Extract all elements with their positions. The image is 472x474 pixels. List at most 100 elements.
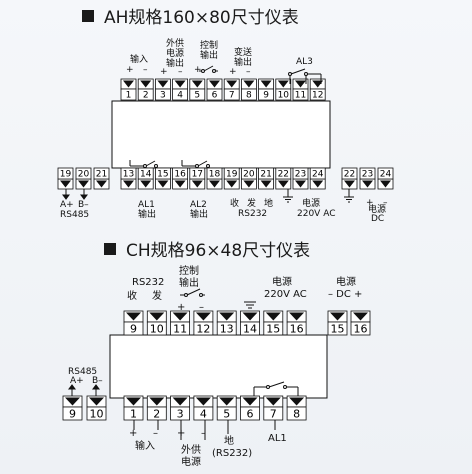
- terminal-17: 17: [189, 167, 206, 190]
- terminal-number: 14: [140, 170, 152, 180]
- terminal-number: 4: [177, 91, 183, 101]
- terminal-number: 11: [295, 91, 306, 101]
- terminal-8: 8: [240, 78, 257, 101]
- ch-rs485-terminals: 9 10: [62, 395, 107, 421]
- ah-dc-minus: –: [383, 198, 388, 208]
- terminal-number: 21: [260, 170, 271, 180]
- ah-ctrl-plus: +: [194, 65, 202, 75]
- terminal-number: 1: [126, 91, 132, 101]
- ah-al1-l2: 输出: [138, 208, 156, 220]
- ch-ctrl-relay-symbol: [180, 288, 205, 297]
- terminal-10: 10: [86, 395, 107, 421]
- title-ch: CH规格96×48尺寸仪表: [126, 241, 310, 261]
- ah-rs485-label: RS485: [60, 210, 89, 220]
- terminal-2: 2: [137, 78, 154, 101]
- terminal-number: 9: [69, 408, 76, 421]
- ah-rs485-b: B–: [78, 200, 89, 210]
- ah-al1-relay-symbol: [129, 160, 158, 168]
- terminal-number: 24: [380, 170, 392, 180]
- ch-rs485-label: RS485: [68, 367, 97, 377]
- terminal-6: 6: [240, 395, 260, 421]
- ch-gnd-l1: 地: [224, 434, 234, 447]
- terminal-number: 9: [130, 323, 137, 336]
- ch-dc-l1: 电源: [336, 275, 356, 288]
- ah-al2-relay-symbol: [181, 160, 210, 168]
- terminal-4: 4: [172, 78, 189, 101]
- terminal-number: 23: [295, 170, 306, 180]
- ah-ctrl-relay-symbol: [199, 65, 218, 73]
- ch-rs485-a: A+: [70, 376, 84, 386]
- terminal-15: 15: [154, 167, 171, 190]
- terminal-number: 22: [278, 170, 289, 180]
- terminal-14: 14: [137, 167, 154, 190]
- ah-ext-power-plus: +: [160, 67, 168, 77]
- terminal-number: 2: [143, 91, 149, 101]
- ah-ext-power-l3: 输出: [166, 57, 184, 69]
- ch-ctrl-l1: 控制: [179, 264, 199, 277]
- ah-ext-power-l1: 外供: [166, 37, 184, 49]
- ah-input-minus: –: [143, 65, 148, 75]
- terminal-1: 1: [123, 395, 144, 421]
- terminal-number: 8: [293, 408, 300, 421]
- terminal-5: 5: [216, 395, 237, 421]
- terminal-number: 16: [290, 323, 304, 336]
- terminal-number: 16: [174, 170, 186, 180]
- terminal-22: 22: [341, 167, 358, 190]
- ch-rs485-b: B–: [92, 376, 103, 386]
- ah-ext-power-l2: 电源: [166, 47, 184, 59]
- ah-al2-l1: AL2: [190, 200, 207, 210]
- terminal-number: 5: [194, 91, 200, 101]
- ch-recv-label: 收: [127, 289, 137, 302]
- terminal-3: 3: [154, 78, 171, 101]
- ah-tx-minus: –: [246, 67, 251, 77]
- ah-input-plus: +: [126, 65, 134, 75]
- ch-meter-body: [109, 334, 328, 399]
- terminal-number: 20: [78, 170, 90, 180]
- terminal-20: 20: [240, 167, 257, 190]
- ch-gnd-l2: (RS232): [212, 448, 252, 459]
- terminal-number: 10: [150, 323, 164, 336]
- terminal-16: 16: [286, 310, 307, 336]
- terminal-number: 11: [173, 323, 187, 336]
- ah-rs485-a: A+: [60, 200, 74, 210]
- ch-ctrl-l2: 输出: [179, 276, 199, 289]
- terminal-9: 9: [62, 395, 83, 421]
- title-bullet-ah: [82, 10, 94, 22]
- terminal-number: 17: [192, 170, 203, 180]
- ah-al3-label: AL3: [296, 57, 313, 67]
- ah-ctrl-l2: 输出: [200, 49, 218, 61]
- terminal-8: 8: [286, 395, 307, 421]
- terminal-number: 15: [157, 170, 168, 180]
- terminal-24: 24: [309, 167, 326, 190]
- terminal-number: 20: [243, 170, 255, 180]
- terminal-number: 9: [263, 91, 269, 101]
- ah-al3-relay-symbol: [288, 68, 322, 84]
- ah-input-label: 输入: [130, 53, 148, 65]
- terminal-number: 13: [123, 170, 134, 180]
- terminal-14: 14: [240, 310, 260, 336]
- terminal-3: 3: [170, 395, 191, 421]
- ah-ac-l1: 电源: [302, 197, 320, 209]
- terminal-number: 15: [266, 323, 280, 336]
- ch-rs485-arrows: [68, 384, 100, 396]
- terminal-number: 10: [278, 91, 290, 101]
- terminal-number: 12: [196, 323, 210, 336]
- terminal-number: 14: [243, 323, 257, 336]
- terminal-number: 18: [209, 170, 221, 180]
- terminal-number: 12: [312, 91, 323, 101]
- terminal-10: 10: [146, 310, 167, 336]
- terminal-19: 19: [57, 167, 74, 190]
- ch-send-label: 发: [152, 289, 162, 302]
- terminal-13: 13: [120, 167, 137, 190]
- terminal-12: 12: [193, 310, 214, 336]
- terminal-4: 4: [193, 395, 214, 421]
- ch-ext-l2: 电源: [181, 455, 201, 468]
- terminal-number: 1: [130, 408, 137, 421]
- ah-tx-l1: 变送: [234, 46, 252, 58]
- ah-tx-plus: +: [229, 67, 237, 77]
- terminal-7: 7: [223, 78, 240, 101]
